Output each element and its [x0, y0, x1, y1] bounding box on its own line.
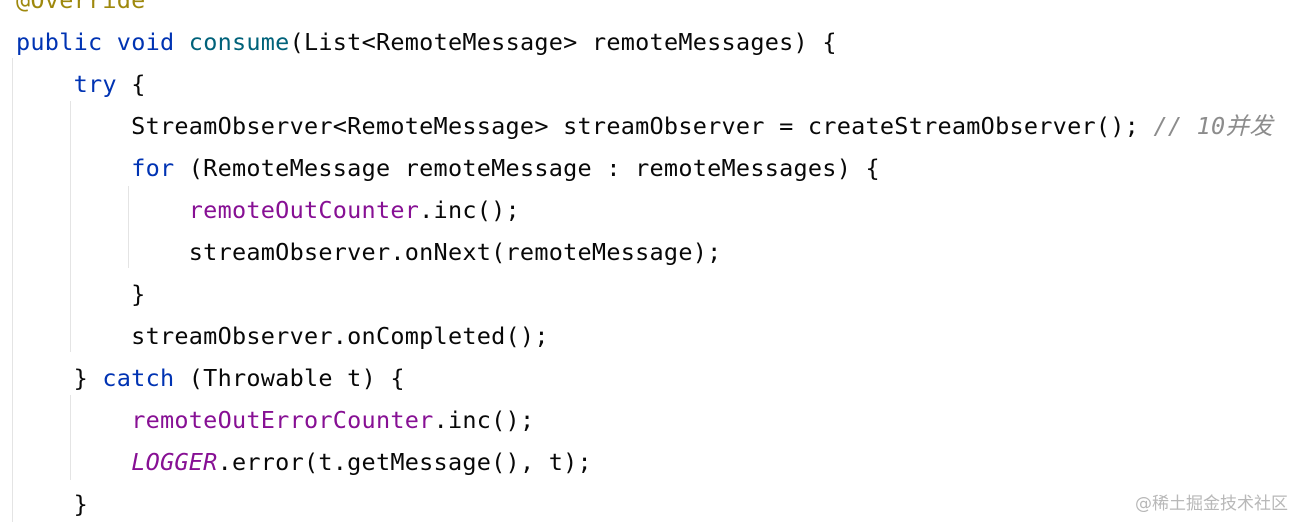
code-line[interactable]: try {: [16, 63, 146, 105]
code-token: [16, 406, 131, 434]
code-line[interactable]: }: [16, 273, 146, 315]
keyword-token: public: [16, 28, 103, 56]
code-token: .error(t.getMessage(), t);: [217, 448, 592, 476]
code-line[interactable]: }: [16, 483, 88, 522]
indent-guide-line: [128, 186, 129, 268]
code-token: streamObserver.onCompleted();: [16, 322, 549, 350]
code-line[interactable]: streamObserver.onNext(remoteMessage);: [16, 231, 722, 273]
code-line[interactable]: LOGGER.error(t.getMessage(), t);: [16, 441, 592, 483]
code-line[interactable]: @Override: [16, 0, 146, 21]
field-token: remoteOutErrorCounter: [131, 406, 434, 434]
code-token: [16, 196, 189, 224]
code-token: }: [16, 280, 146, 308]
code-token: }: [16, 490, 88, 518]
code-line[interactable]: } catch (Throwable t) {: [16, 357, 405, 399]
watermark: @稀土掘金技术社区: [1135, 494, 1288, 514]
keyword-token: try: [73, 70, 117, 98]
code-token: (List<RemoteMessage> remoteMessages) {: [289, 28, 837, 56]
code-token: {: [116, 70, 146, 98]
code-token: (RemoteMessage remoteMessage : remoteMes…: [174, 154, 880, 182]
code-token: [16, 70, 74, 98]
code-line[interactable]: remoteOutErrorCounter.inc();: [16, 399, 534, 441]
code-token: }: [16, 364, 103, 392]
code-line[interactable]: StreamObserver<RemoteMessage> streamObse…: [16, 105, 1273, 147]
method-name-token: consume: [188, 28, 290, 56]
code-line[interactable]: remoteOutCounter.inc();: [16, 189, 520, 231]
code-line[interactable]: for (RemoteMessage remoteMessage : remot…: [16, 147, 880, 189]
code-token: StreamObserver<RemoteMessage> streamObse…: [16, 112, 1154, 140]
field-token: remoteOutCounter: [188, 196, 420, 224]
code-token: [16, 448, 131, 476]
keyword-token: for: [131, 154, 175, 182]
annotation-token: @Override: [16, 0, 146, 14]
code-token: (Throwable t) {: [174, 364, 405, 392]
indent-guide-line: [12, 58, 13, 522]
code-token: [102, 28, 116, 56]
code-token: .inc();: [433, 406, 535, 434]
code-token: .inc();: [419, 196, 520, 224]
code-token: [16, 154, 131, 182]
comment-token: // 10并发: [1153, 112, 1273, 140]
keyword-token: void: [116, 28, 175, 56]
code-line[interactable]: streamObserver.onCompleted();: [16, 315, 549, 357]
code-line[interactable]: public void consume(List<RemoteMessage> …: [16, 21, 837, 63]
static-field-token: LOGGER: [131, 448, 218, 476]
code-token: [174, 28, 188, 56]
indent-guide-line: [70, 395, 71, 480]
code-token: streamObserver.onNext(remoteMessage);: [16, 238, 722, 266]
indent-guide-line: [70, 101, 71, 352]
keyword-token: catch: [102, 364, 175, 392]
